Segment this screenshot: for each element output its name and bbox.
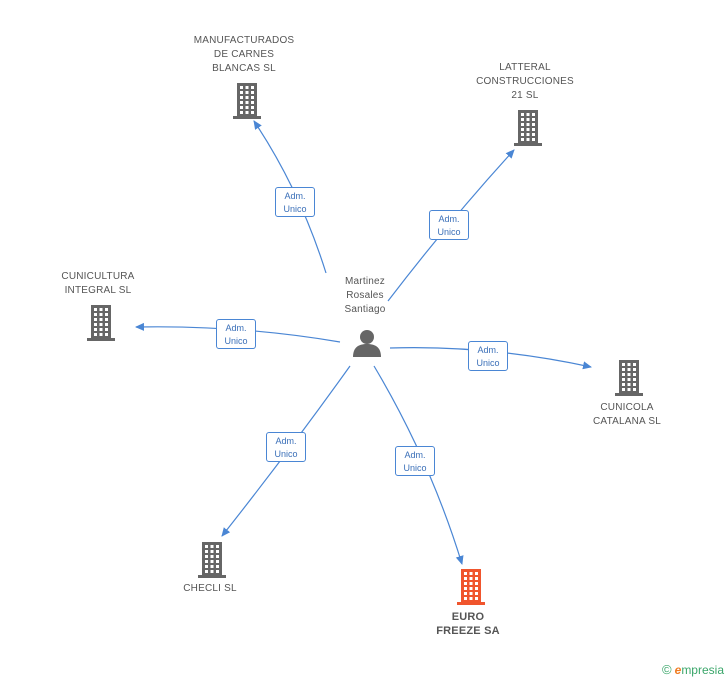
edge-label-euro-freeze[interactable]: Adm. Unico [395, 446, 435, 476]
brand-name: mpresia [681, 663, 724, 677]
company-label: LATTERAL CONSTRUCCIONES 21 SL [476, 62, 574, 101]
edge-label-cunicola[interactable]: Adm. Unico [468, 341, 508, 371]
brand-initial: e [674, 663, 682, 677]
building-icon [457, 569, 485, 605]
company-label: EURO FREEZE SA [436, 611, 500, 637]
building-icon [87, 305, 115, 341]
edge-label-manufacturados[interactable]: Adm. Unico [275, 187, 315, 217]
building-icon [233, 83, 261, 119]
company-label: CHECLI SL [183, 583, 237, 594]
building-icon [615, 360, 643, 396]
edge-label-cunicultura[interactable]: Adm. Unico [216, 319, 256, 349]
company-label: CUNICOLA CATALANA SL [593, 402, 661, 427]
footer-brand: ©empresia [662, 662, 724, 677]
edge-label-checli[interactable]: Adm. Unico [266, 432, 306, 462]
copyright-symbol: © [662, 662, 672, 677]
edge-label-latteral[interactable]: Adm. Unico [429, 210, 469, 240]
person-name-label: Martinez Rosales Santiago [344, 276, 386, 315]
company-label: MANUFACTURADOS DE CARNES BLANCAS SL [193, 35, 295, 74]
company-label: CUNICULTURA INTEGRAL SL [61, 271, 135, 296]
person-icon[interactable] [352, 328, 382, 358]
building-icon [514, 110, 542, 146]
building-icon [198, 542, 226, 578]
